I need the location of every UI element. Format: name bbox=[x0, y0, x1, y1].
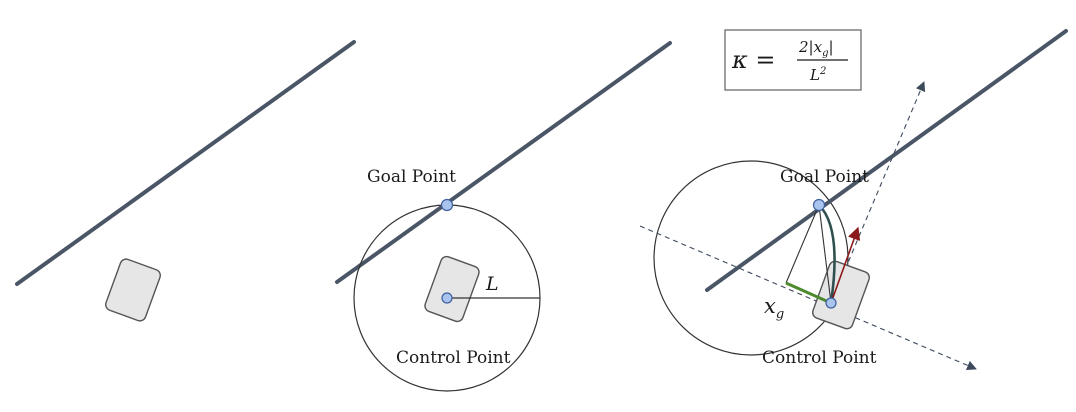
goal-point-label: Goal Point bbox=[780, 167, 869, 187]
control-point-label: Control Point bbox=[396, 348, 511, 368]
formula-lhs: κ = bbox=[731, 46, 775, 74]
formula-numerator-end: | bbox=[828, 38, 833, 56]
curvature-arc bbox=[818, 204, 836, 304]
path-line bbox=[335, 41, 672, 284]
panel-2: Goal Point Control Point L bbox=[335, 41, 672, 392]
formula-numerator-main: 2|x bbox=[798, 38, 823, 56]
control-point bbox=[825, 297, 837, 309]
lookahead-distance-label: L bbox=[485, 273, 499, 295]
goal-perpendicular-line bbox=[785, 204, 820, 284]
heading-arrow bbox=[830, 226, 861, 304]
control-point-label: Control Point bbox=[762, 348, 877, 368]
goal-to-control-line bbox=[818, 204, 832, 304]
panel-1 bbox=[15, 40, 356, 322]
lateral-offset-symbol: x bbox=[764, 294, 776, 318]
goal-point-label: Goal Point bbox=[367, 167, 456, 187]
formula-numerator-subscript: g bbox=[822, 48, 828, 59]
vehicle bbox=[811, 260, 871, 330]
vehicle bbox=[105, 258, 161, 322]
control-point bbox=[441, 292, 453, 304]
vehicle bbox=[424, 255, 480, 323]
lateral-axis-dashed-arrow bbox=[639, 225, 977, 371]
path-line bbox=[15, 40, 356, 286]
curvature-formula: κ = 2|xg| L2 bbox=[731, 38, 848, 84]
path-line bbox=[705, 29, 1068, 292]
lateral-offset-subscript: g bbox=[776, 307, 784, 322]
lateral-offset-segment bbox=[785, 281, 832, 305]
panel-3: κ = 2|xg| L2 Goal Point Control Point xg bbox=[639, 29, 1068, 371]
lateral-offset-label: xg bbox=[764, 294, 784, 322]
formula-numerator: 2|xg| bbox=[798, 38, 834, 59]
goal-point bbox=[440, 198, 454, 212]
goal-point bbox=[812, 198, 826, 212]
formula-denominator: L2 bbox=[809, 66, 826, 84]
formula-denominator-main: L bbox=[809, 66, 820, 84]
formula-denominator-exponent: 2 bbox=[819, 66, 826, 77]
